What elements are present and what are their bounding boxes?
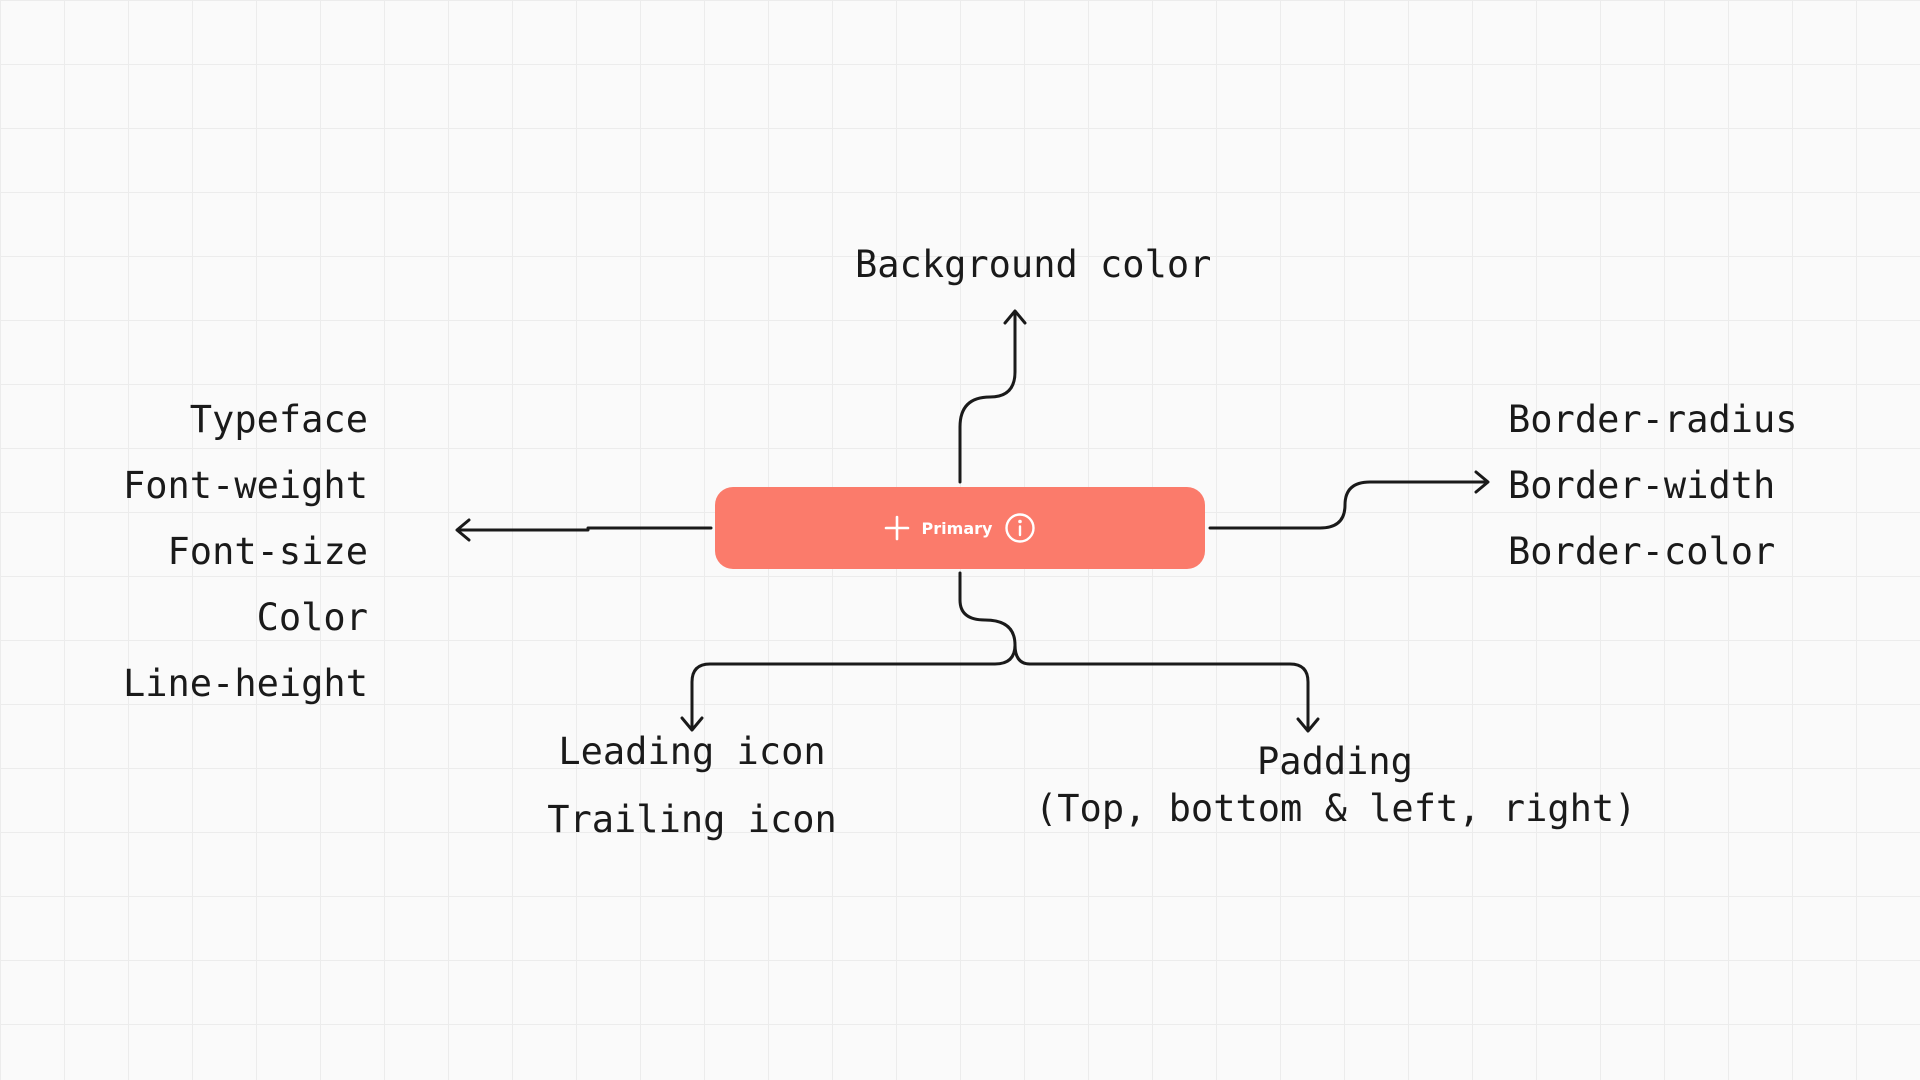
connector-icons (690, 643, 1017, 730)
connector-background-color (958, 311, 1017, 484)
label-border-radius: Border-radius (1508, 398, 1798, 441)
connector-border (1208, 480, 1488, 530)
arrowhead-down-padding (1296, 717, 1320, 733)
connector-padding (1028, 662, 1310, 731)
label-trailing-icon: Trailing icon (547, 798, 837, 841)
arrowhead-down-icons (680, 716, 704, 732)
label-line-height: Line-height (122, 662, 368, 705)
connector-down-trunk (958, 571, 1032, 666)
label-color: Color (256, 596, 368, 639)
plus-icon (884, 515, 910, 541)
label-background-color: Background color (855, 243, 1212, 286)
label-padding: Padding (1257, 740, 1413, 783)
primary-button-label: Primary (921, 518, 993, 538)
label-typeface: Typeface (189, 398, 368, 441)
label-leading-icon: Leading icon (558, 730, 826, 773)
connector-typography (456, 526, 713, 532)
label-padding-detail: (Top, bottom & left, right) (1035, 787, 1637, 830)
info-circle-icon (1004, 512, 1036, 544)
label-border-width: Border-width (1508, 464, 1776, 507)
primary-button[interactable]: Primary (715, 487, 1205, 569)
arrowhead-right (1474, 470, 1490, 494)
label-font-weight: Font-weight (122, 464, 368, 507)
arrowhead-up (1003, 309, 1027, 325)
label-border-color: Border-color (1508, 530, 1776, 573)
arrowhead-left (455, 518, 471, 542)
label-font-size: Font-size (167, 530, 368, 573)
